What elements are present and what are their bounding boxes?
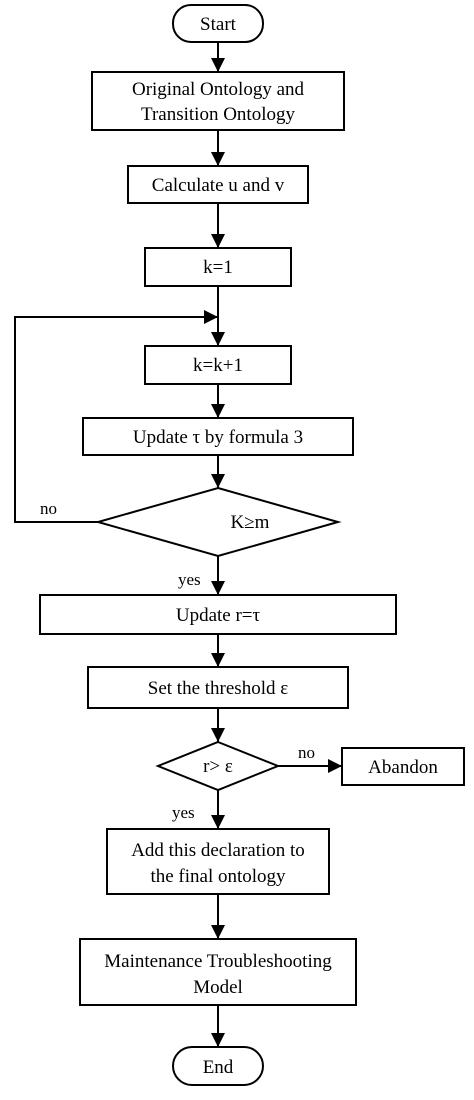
abandon-label: Abandon — [368, 757, 438, 778]
original-ontology-label-line2: Transition Ontology — [141, 104, 295, 125]
branch-label-no-abandon: no — [298, 743, 315, 762]
k-init-box — [144, 247, 292, 287]
end-terminator — [172, 1046, 264, 1086]
decision-r-label: r> ε — [203, 756, 233, 777]
branch-label-no-loop: no — [40, 499, 57, 518]
maintenance-model-box — [79, 938, 357, 1006]
k-increment-label: k=k+1 — [193, 355, 243, 376]
start-label: Start — [200, 14, 237, 35]
branch-label-yes-k: yes — [178, 570, 201, 589]
k-init-label: k=1 — [203, 257, 233, 278]
calculate-label: Calculate u and v — [152, 175, 285, 196]
loop-back-line — [14, 310, 218, 523]
maintenance-model-label-line2: Model — [193, 977, 243, 998]
end-label: End — [203, 1057, 234, 1078]
original-ontology-label-line1: Original Ontology and — [132, 79, 305, 100]
update-tau-label: Update τ by formula 3 — [133, 427, 303, 448]
add-declaration-label-line1: Add this declaration to — [131, 840, 305, 861]
add-declaration-box — [106, 828, 330, 895]
abandon-box — [341, 747, 465, 786]
update-r-label: Update r=τ — [176, 605, 261, 626]
update-r-box — [39, 594, 397, 635]
branch-label-yes-r: yes — [172, 803, 195, 822]
maintenance-model-label-line1: Maintenance Troubleshooting — [104, 951, 332, 972]
set-threshold-label: Set the threshold ε — [148, 678, 288, 699]
set-threshold-box — [87, 666, 349, 709]
original-ontology-box — [91, 71, 345, 131]
add-declaration-label-line2: the final ontology — [150, 866, 286, 887]
decision-k-label: K≥m — [231, 512, 270, 533]
decision-k-diamond — [94, 486, 342, 558]
